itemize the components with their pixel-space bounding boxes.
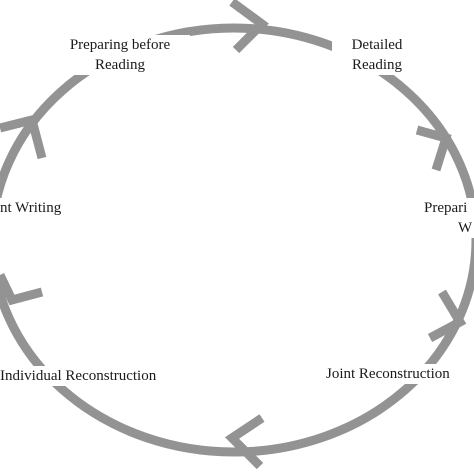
stage-label-line: Joint Reconstruction: [326, 366, 450, 382]
arrow-top-icon: [229, 0, 269, 54]
stage-label-line: Reading: [95, 57, 145, 73]
stage-joint-reconstruction: Joint Reconstruction: [326, 364, 474, 384]
stage-label-line: Detailed: [351, 37, 403, 53]
stage-label-line: W: [458, 220, 473, 236]
stage-label-line: nt Writing: [0, 200, 62, 216]
stage-label-line: Prepari: [424, 200, 468, 216]
stage-preparing-for-writing: Prepari W: [424, 198, 474, 238]
stage-label-line: Individual Reconstruction: [0, 368, 157, 384]
cycle-ring-path: [0, 23, 474, 457]
arrow-lower-left-icon: [0, 273, 44, 306]
stage-detailed-reading: Detailed Reading: [332, 35, 422, 75]
stage-individual-reconstruction: Individual Reconstruction: [0, 366, 184, 386]
arrow-upper-right-icon: [415, 125, 452, 172]
stage-joint-writing: nt Writing: [0, 198, 72, 218]
arrow-lower-right-icon: [427, 289, 467, 342]
arrow-bottom-icon: [224, 414, 265, 470]
stage-preparing-before-reading: Preparing before Reading: [50, 35, 190, 75]
arrow-upper-left-icon: [0, 114, 47, 160]
stage-label-line: Preparing before: [69, 37, 171, 53]
stage-label-line: Reading: [352, 57, 402, 73]
